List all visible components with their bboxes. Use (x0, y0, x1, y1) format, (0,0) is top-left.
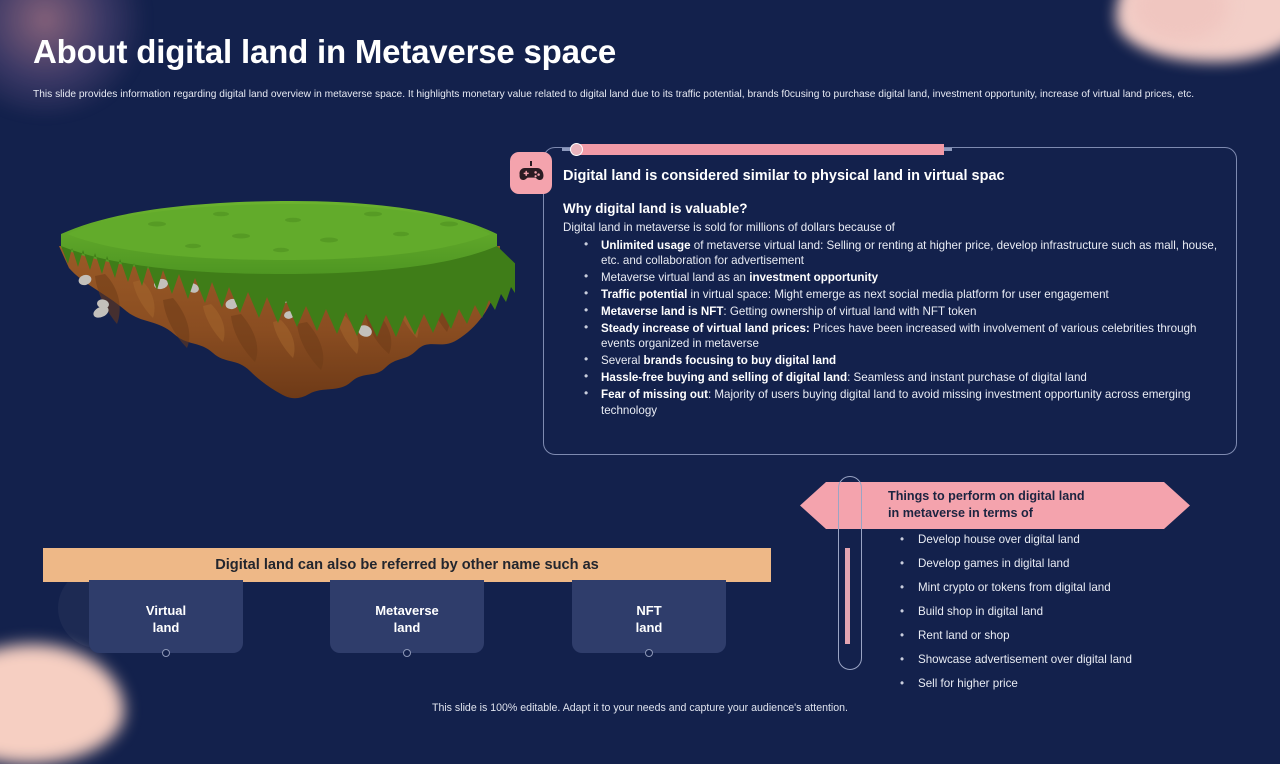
perform-banner-line2: in metaverse in terms of (888, 505, 1033, 520)
name-card-line2: land (393, 620, 421, 635)
top-right-cloud-decoration-2 (1132, 0, 1228, 42)
name-card-notch (403, 649, 411, 657)
perform-banner: Things to perform on digital land in met… (800, 482, 1190, 529)
value-bullet-emphasis: Unlimited usage (601, 239, 691, 252)
value-bullet-emphasis: Fear of missing out (601, 388, 708, 402)
card-heading: Digital land is considered similar to ph… (563, 168, 1005, 184)
value-bullet-emphasis: investment opportunity (749, 271, 879, 285)
gamepad-icon (510, 152, 552, 194)
card-subheading: Why digital land is valuable? (563, 201, 748, 216)
top-right-cloud-decoration (1116, 0, 1280, 62)
name-card-line1: Virtual (145, 603, 187, 618)
name-card-nft[interactable]: NFT land (572, 580, 726, 657)
vertical-capsule-fill (845, 548, 850, 644)
value-bullet-item: Steady increase of virtual land prices: … (578, 320, 1226, 352)
value-bullet-item: Several brands focusing to buy digital l… (578, 352, 1226, 368)
perform-list-item: Develop house over digital land (888, 528, 1208, 552)
page-title: About digital land in Metaverse space (33, 33, 617, 70)
value-bullet-item: Unlimited usage of metaverse virtual lan… (578, 237, 1226, 269)
progress-fill[interactable] (578, 144, 944, 155)
value-bullet-emphasis: brands focusing to buy digital land (643, 354, 837, 368)
name-card-virtual[interactable]: Virtual land (89, 580, 243, 657)
name-card-notch (162, 649, 170, 657)
perform-list: Develop house over digital landDevelop g… (888, 528, 1208, 696)
value-bullet-item: Traffic potential in virtual space: Migh… (578, 286, 1226, 302)
progress-knob[interactable] (570, 143, 583, 156)
floating-island-illustration (45, 188, 525, 423)
name-card-metaverse[interactable]: Metaverse land (330, 580, 484, 657)
name-card-line2: land (152, 620, 180, 635)
vertical-capsule-track (838, 476, 862, 670)
perform-list-item: Build shop in digital land (888, 600, 1208, 624)
perform-banner-line1: Things to perform on digital land (888, 489, 1085, 503)
perform-banner-text: Things to perform on digital land in met… (888, 488, 1168, 521)
name-card-line1: NFT (636, 603, 662, 618)
value-bullet-item: Fear of missing out: Majority of users b… (578, 386, 1226, 418)
value-bullet-emphasis: Traffic potential (601, 288, 688, 302)
value-bullet-emphasis: Steady increase of virtual land prices: (601, 322, 810, 336)
perform-list-item: Sell for higher price (888, 672, 1208, 696)
other-names-banner-text: Digital land can also be referred by oth… (215, 557, 599, 573)
value-bullet-item: Metaverse virtual land as an investment … (578, 269, 1226, 285)
value-bullet-item: Metaverse land is NFT: Getting ownership… (578, 303, 1226, 319)
perform-list-item: Showcase advertisement over digital land (888, 648, 1208, 672)
name-card-line1: Metaverse (375, 603, 439, 618)
value-bullet-list: Unlimited usage of metaverse virtual lan… (578, 237, 1226, 419)
value-bullet-item: Hassle-free buying and selling of digita… (578, 369, 1226, 385)
page-subtitle: This slide provides information regardin… (33, 89, 1195, 100)
card-lead-text: Digital land in metaverse is sold for mi… (563, 221, 895, 234)
footer-note: This slide is 100% editable. Adapt it to… (431, 702, 849, 714)
name-card-notch (645, 649, 653, 657)
perform-list-item: Develop games in digital land (888, 552, 1208, 576)
perform-list-item: Mint crypto or tokens from digital land (888, 576, 1208, 600)
value-bullet-emphasis: Metaverse land is NFT (601, 305, 724, 319)
other-names-banner: Digital land can also be referred by oth… (43, 548, 771, 582)
name-card-line2: land (635, 620, 663, 635)
value-bullet-emphasis: Hassle-free buying and selling of digita… (601, 371, 848, 385)
perform-list-item: Rent land or shop (888, 624, 1208, 648)
